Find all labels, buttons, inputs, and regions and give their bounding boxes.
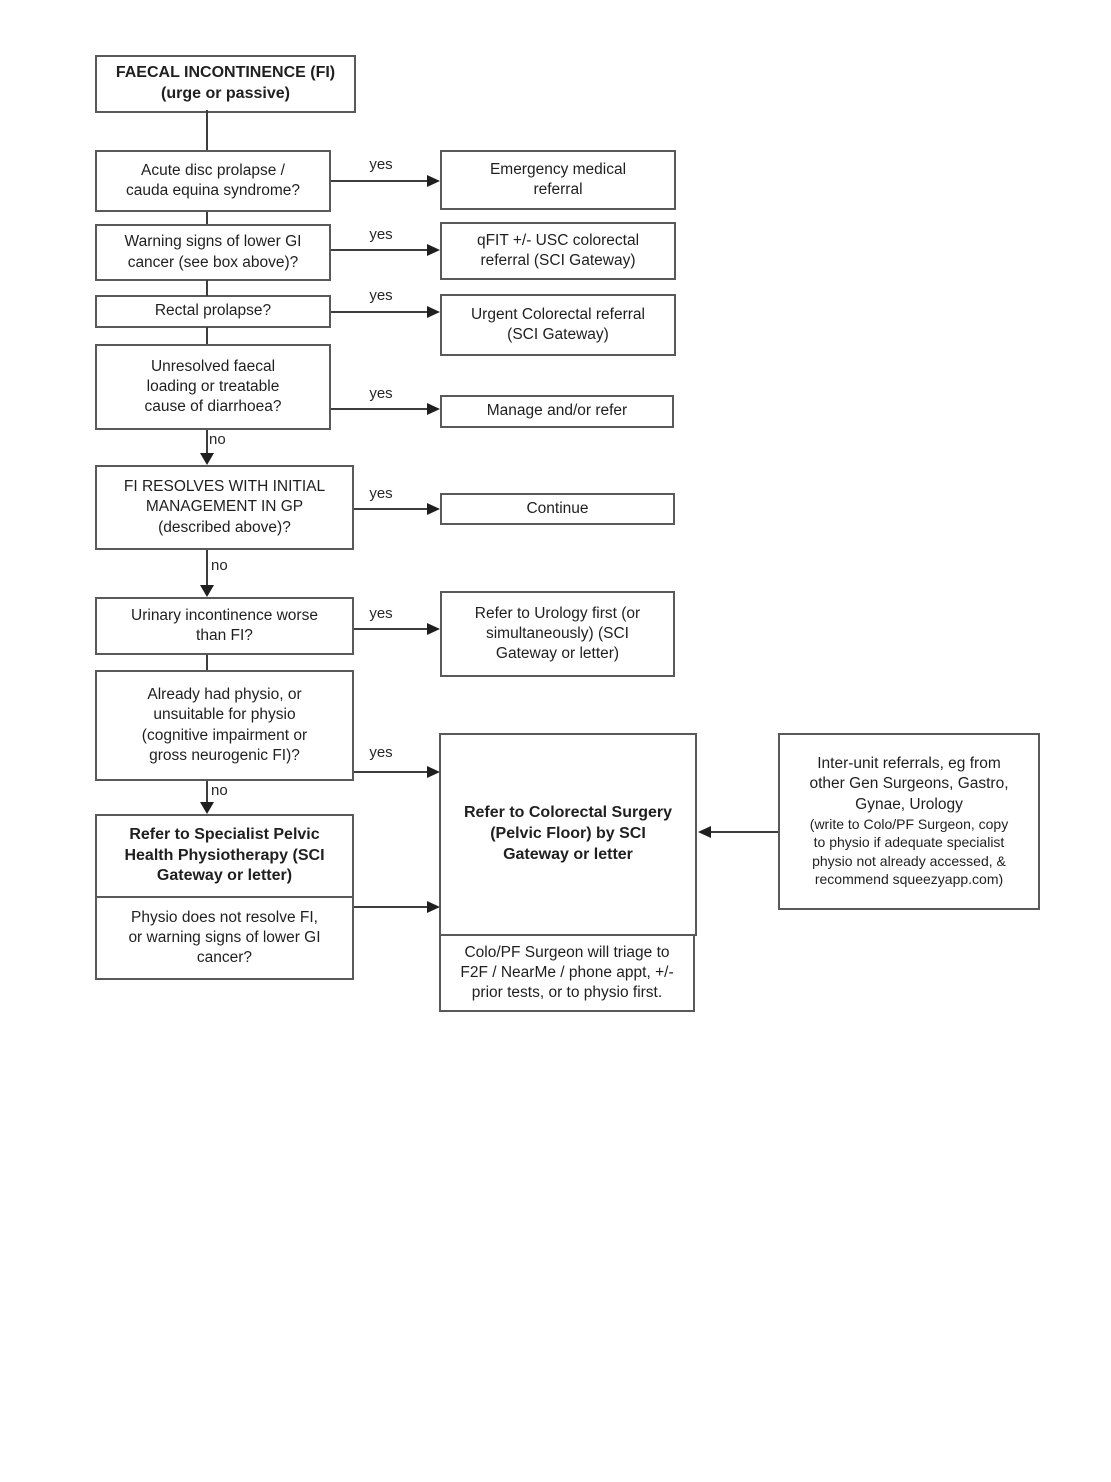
arrowhead-down-icon <box>200 453 214 465</box>
connector-no-physio-question-to-physio-referral <box>206 781 208 803</box>
edge-yes-resolves-to-continue <box>354 508 427 510</box>
arrowhead-right-icon <box>427 403 440 415</box>
connector-prolapse-to-loading <box>206 327 208 344</box>
label-yes-loading: yes <box>369 385 393 402</box>
arrowhead-right-icon <box>427 244 440 256</box>
edge-yes-disc-to-emergency <box>331 180 427 182</box>
label-yes-disc: yes <box>369 156 393 173</box>
node-question-faecal-loading: Unresolved faecal loading or treatable c… <box>95 344 331 430</box>
edge-physio-fail-to-colorectal <box>354 906 427 908</box>
node-outcome-continue: Continue <box>440 493 675 525</box>
connector-disc-to-cancer <box>206 212 208 224</box>
node-question-physio-suitability: Already had physio, or unsuitable for ph… <box>95 670 354 781</box>
edge-yes-urinary-to-urology <box>354 628 427 630</box>
node-question-gi-cancer-warning: Warning signs of lower GI cancer (see bo… <box>95 224 331 281</box>
node-note-surgeon-triage: Colo/PF Surgeon will triage to F2F / Nea… <box>439 934 695 1012</box>
node-question-disc-prolapse: Acute disc prolapse / cauda equina syndr… <box>95 150 331 212</box>
arrowhead-right-icon <box>427 901 440 913</box>
node-question-urinary-incontinence: Urinary incontinence worse than FI? <box>95 597 354 655</box>
arrowhead-left-icon <box>698 826 711 838</box>
label-no-physio-question: no <box>211 782 228 799</box>
node-outcome-qfit-usc-referral: qFIT +/- USC colorectal referral (SCI Ga… <box>440 222 676 280</box>
arrowhead-down-icon <box>200 802 214 814</box>
connector-cancer-to-prolapse <box>206 280 208 296</box>
connector-urinary-to-physio-question <box>206 655 208 670</box>
node-faecal-incontinence-title: FAECAL INCONTINENCE (FI) (urge or passiv… <box>95 55 356 113</box>
label-yes-physio-question: yes <box>369 744 393 761</box>
node-note-inter-unit-referrals: Inter-unit referrals, eg from other Gen … <box>778 733 1040 910</box>
node-question-fi-resolves: FI RESOLVES WITH INITIAL MANAGEMENT IN G… <box>95 465 354 550</box>
node-question-physio-not-resolved: Physio does not resolve FI, or warning s… <box>95 896 354 980</box>
label-yes-urinary: yes <box>369 605 393 622</box>
label-yes-resolves: yes <box>369 485 393 502</box>
arrowhead-right-icon <box>427 503 440 515</box>
node-outcome-urology-referral: Refer to Urology first (or simultaneousl… <box>440 591 675 677</box>
inter-unit-referrals-detail: (write to Colo/PF Surgeon, copy to physi… <box>809 815 1009 888</box>
node-question-rectal-prolapse: Rectal prolapse? <box>95 295 331 328</box>
arrowhead-right-icon <box>427 175 440 187</box>
connector-no-resolves-to-urinary <box>206 550 208 586</box>
connector-start-to-disc <box>206 110 208 150</box>
arrowhead-right-icon <box>427 766 440 778</box>
edge-yes-prolapse-to-urgent <box>331 311 427 313</box>
edge-interunit-to-colorectal <box>711 831 778 833</box>
inter-unit-referrals-heading: Inter-unit referrals, eg from other Gen … <box>809 755 1009 813</box>
arrowhead-right-icon <box>427 306 440 318</box>
label-no-loading: no <box>209 431 226 448</box>
edge-yes-physio-question-to-colorectal <box>354 771 427 773</box>
node-outcome-colorectal-surgery-referral: Refer to Colorectal Surgery (Pelvic Floo… <box>439 733 697 936</box>
edge-yes-cancer-to-qfit <box>331 249 427 251</box>
edge-yes-loading-to-manage <box>331 408 427 410</box>
label-no-resolves: no <box>211 557 228 574</box>
label-yes-prolapse: yes <box>369 287 393 304</box>
node-outcome-urgent-colorectal-referral: Urgent Colorectal referral (SCI Gateway) <box>440 294 676 356</box>
connector-no-loading-to-resolves <box>206 430 208 455</box>
node-outcome-pelvic-health-physio: Refer to Specialist Pelvic Health Physio… <box>95 814 354 898</box>
arrowhead-down-icon <box>200 585 214 597</box>
node-outcome-manage-refer: Manage and/or refer <box>440 395 674 428</box>
label-yes-cancer: yes <box>369 226 393 243</box>
node-outcome-emergency-referral: Emergency medical referral <box>440 150 676 210</box>
arrowhead-right-icon <box>427 623 440 635</box>
